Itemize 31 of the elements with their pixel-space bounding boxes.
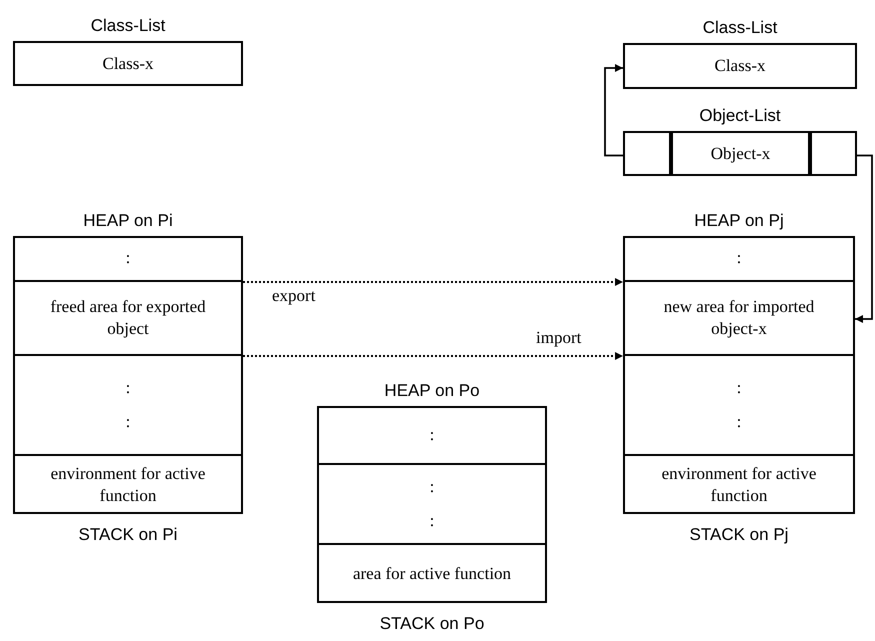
cell-text: : [430, 424, 434, 446]
cell-text: Object-x [710, 142, 770, 164]
dotted-arrow [243, 278, 623, 286]
footer-heading: STACK on Pj [688, 524, 790, 546]
cell-text: : [430, 510, 434, 532]
heading: HEAP on Po [383, 380, 481, 402]
dotted-arrow [243, 352, 623, 360]
cell-text: environment for active function [50, 463, 206, 507]
cell-text: area for active function [352, 563, 512, 585]
cell-text: : [736, 411, 742, 433]
heading: HEAP on Pj [693, 210, 785, 232]
cell-text: : [126, 411, 130, 433]
footer-heading: STACK on Po [378, 613, 486, 635]
list-entry: Class-x [714, 55, 766, 78]
cell-text: : [736, 377, 742, 399]
cell-text: environment for active function [660, 463, 818, 507]
memory-cell [671, 131, 810, 176]
arrow [855, 154, 873, 323]
cell-text: freed area for exported object [49, 296, 207, 340]
heading: HEAP on Pi [82, 210, 174, 232]
list-entry: Class-x [102, 52, 154, 75]
heading: Class-List [702, 17, 778, 39]
cell-text: : [736, 247, 742, 269]
heading: Object-List [698, 105, 782, 127]
footer-heading: STACK on Pi [78, 524, 178, 546]
cell-text: : [430, 476, 434, 498]
cell-text: : [126, 247, 130, 269]
cell-text: new area for imported object-x [662, 296, 816, 340]
arrow [604, 64, 623, 156]
heading: Class-List [90, 15, 166, 37]
cell-text: : [126, 377, 130, 399]
